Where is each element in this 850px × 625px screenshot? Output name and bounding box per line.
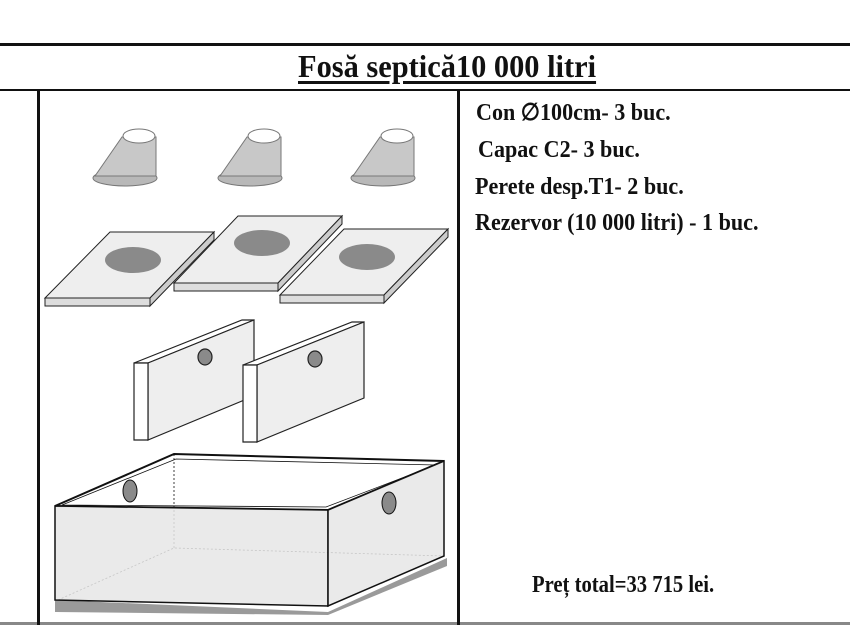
septic-tank-diagram <box>43 128 450 615</box>
header-divider <box>0 89 850 91</box>
lid-icon <box>278 227 450 305</box>
lid-icon <box>172 214 344 293</box>
total-price: Preț total=33 715 lei. <box>532 572 715 598</box>
item-con: Con ∅100cm- 3 buc. <box>476 100 671 126</box>
item-rezervor: Rezervor (10 000 litri) - 1 buc. <box>475 210 759 236</box>
cone-icon <box>92 128 158 187</box>
page-title: Fosă septică10 000 litri <box>298 48 597 84</box>
left-border <box>37 90 40 625</box>
column-divider <box>457 90 460 625</box>
tank-icon <box>54 452 447 615</box>
cone-icon <box>217 128 283 187</box>
partition-wall-icon <box>242 321 365 443</box>
lid-icon <box>43 230 216 308</box>
cone-icon <box>350 128 416 187</box>
item-perete: Perete desp.T1- 2 buc. <box>475 174 684 200</box>
bottom-border <box>0 622 850 625</box>
partition-wall-icon <box>133 319 255 441</box>
item-capac: Capac C2- 3 buc. <box>478 137 640 163</box>
top-border <box>0 43 850 46</box>
